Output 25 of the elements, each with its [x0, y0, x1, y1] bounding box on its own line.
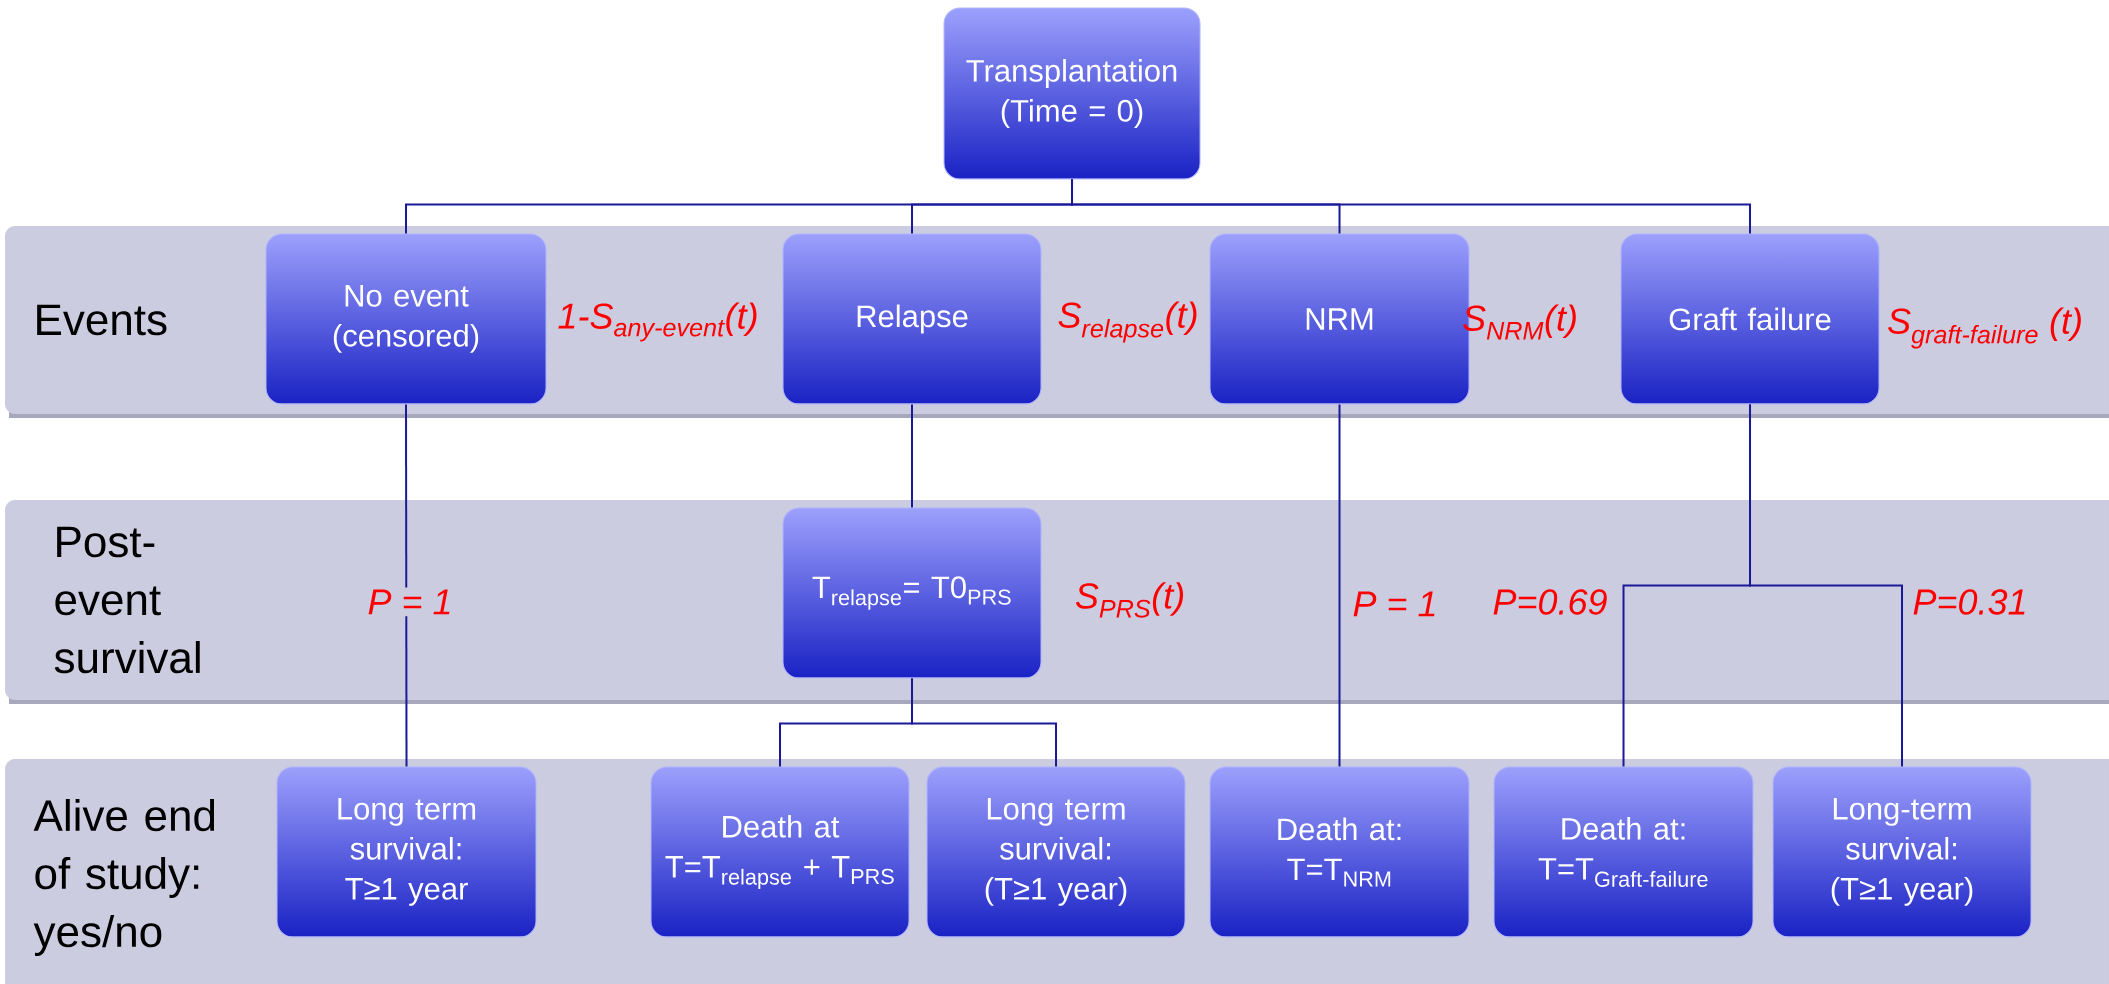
- connector-line: [405, 403, 408, 768]
- connector-line: [911, 677, 1057, 768]
- edge-label: P=0.31: [1910, 587, 2030, 617]
- edge-label: P=0.69: [1490, 587, 1610, 617]
- process-box: Relapse: [782, 233, 1042, 405]
- edge-label: P = 1: [1350, 589, 1440, 619]
- process-box: Long term survival: (T≥1 year): [926, 766, 1186, 938]
- probability-label: $\text{S}_{\text{graft-failure}}\ \text{(t)}$: [1888, 307, 2081, 349]
- process-box: Transplantation (Time = 0): [943, 7, 1201, 180]
- probability-label: 1-S$_{any-event}$(t): [558, 302, 757, 342]
- connector-line: [1338, 403, 1341, 768]
- process-box: Long-term survival: (T≥1 year): [1772, 766, 2032, 938]
- probability-label: S$_{relapse}$(t): [1058, 301, 1197, 343]
- process-box: Long term survival: T≥1 year: [276, 766, 537, 938]
- connector-line: [1071, 178, 1751, 235]
- process-box: T$_{relapse}$= T0$_{PRS}$: [782, 507, 1042, 679]
- process-box: Death at: $\text{T=T}_{\text{Graft-failure}}$: [1493, 766, 1754, 938]
- connector-line: [911, 403, 913, 509]
- process-box: No event (censored): [265, 233, 547, 405]
- edge-label: P = 1: [365, 587, 455, 617]
- process-box: Death at T=T$_{relapse}$ + T$_{PRS}$: [650, 766, 910, 938]
- process-box: Death at: T=T$_{NRM}$: [1209, 766, 1470, 938]
- probability-label: S$_{PRS}$(t): [1075, 582, 1184, 618]
- connector-line: [1749, 403, 1903, 768]
- process-box: Graft failure: [1620, 233, 1880, 405]
